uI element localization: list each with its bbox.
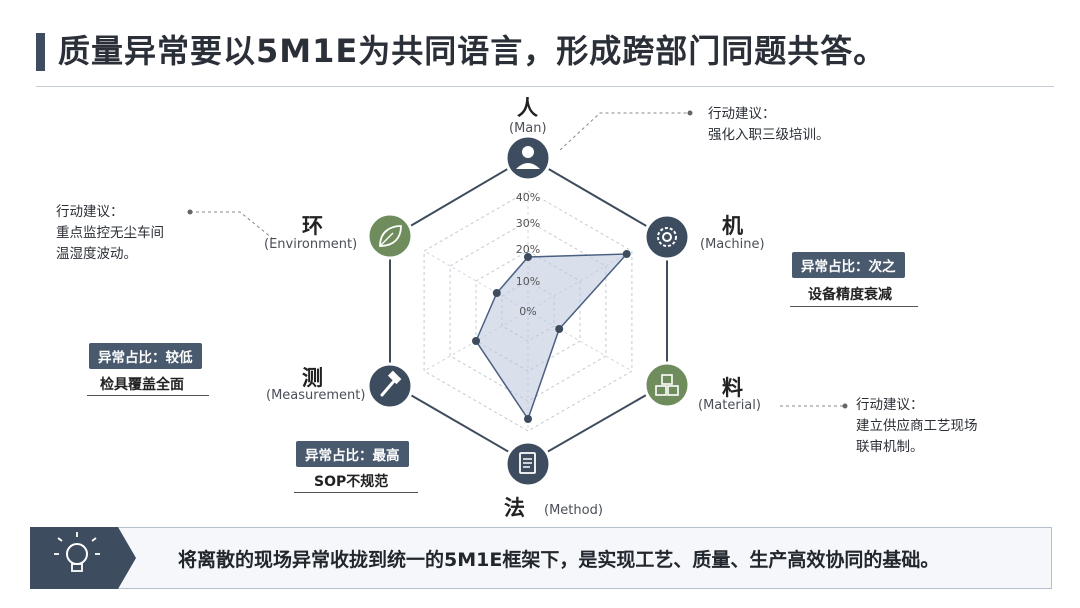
badge-measurement: 异常占比：较低 (89, 343, 202, 369)
dimension-label-man: 人 (517, 96, 538, 120)
title-accent-bar (36, 33, 45, 71)
gear-icon (643, 213, 691, 261)
badge-method: 异常占比：最高 (296, 441, 409, 467)
note-environment-line2: 重点监控无尘车间 (56, 225, 164, 241)
badge-rule-measurement (87, 395, 209, 396)
note-material: 行动建议： 建立供应商工艺现场 联审机制。 (856, 395, 978, 458)
note-man-line1: 行动建议： (708, 106, 776, 122)
dimension-label-method: 法 (504, 496, 525, 520)
document-icon (504, 440, 552, 488)
page-title: 质量异常要以5M1E为共同语言，形成跨部门同题共答。 (58, 32, 887, 70)
data-point-2 (555, 325, 564, 333)
tick-label-10: 10% (516, 275, 540, 288)
tick-label-30: 30% (516, 217, 540, 230)
note-environment-line1: 行动建议： (56, 204, 124, 220)
tick-label-0: 0% (519, 305, 536, 318)
data-point-4 (472, 337, 480, 345)
note-material-line3: 联审机制。 (856, 439, 924, 455)
leader-line-man (559, 112, 690, 151)
dimension-en-material: (Material) (698, 398, 761, 413)
dimension-en-method: (Method) (544, 503, 603, 518)
dimension-label-material: 料 (722, 376, 743, 400)
title-divider (36, 86, 1054, 87)
dimension-label-environment: 环 (302, 214, 323, 238)
leader-dot-environment (187, 209, 193, 215)
data-area (475, 253, 629, 421)
dimension-en-environment: (Environment) (264, 237, 358, 252)
dimension-en-measurement: (Measurement) (266, 388, 366, 403)
note-man-line2: 强化入职三级培训。 (708, 127, 830, 143)
dimension-label-machine: 机 (722, 214, 743, 238)
badge-machine: 异常占比：次之 (792, 252, 905, 278)
data-points (472, 250, 631, 423)
person-icon (504, 134, 552, 182)
note-material-line1: 行动建议： (856, 397, 924, 413)
footer-banner (30, 527, 1052, 589)
note-environment-line3: 温湿度波动。 (56, 246, 137, 262)
dimension-en-man: (Man) (509, 121, 547, 136)
note-man: 行动建议： 强化入职三级培训。 (708, 104, 830, 146)
data-point-5 (492, 289, 501, 297)
leader-dot-man (687, 110, 693, 116)
boxes-icon (643, 361, 691, 409)
dimension-en-machine: (Machine) (700, 237, 765, 252)
note-environment: 行动建议： 重点监控无尘车间 温湿度波动。 (56, 202, 164, 265)
badge-rule-machine (790, 306, 918, 307)
tick-label-40: 40% (516, 191, 540, 204)
tick-label-20: 20% (516, 243, 540, 256)
data-point-0 (524, 253, 532, 261)
badge-rule-method (294, 492, 418, 493)
footer-text: 将离散的现场异常收拢到统一的5M1E框架下，是实现工艺、质量、生产高效协同的基础… (178, 549, 940, 571)
data-point-3 (524, 415, 532, 423)
dimension-label-measurement: 测 (302, 366, 323, 390)
leader-dot-material (842, 403, 848, 409)
badge-desc-method: SOP不规范 (314, 474, 389, 490)
badge-desc-measurement: 检具覆盖全面 (100, 377, 184, 393)
note-material-line2: 建立供应商工艺现场 (856, 418, 978, 434)
badge-desc-machine: 设备精度衰减 (808, 287, 892, 303)
hammer-icon (366, 362, 414, 410)
leaf-icon (366, 212, 414, 260)
lightbulb-icon (30, 527, 136, 589)
leader-line-environment (190, 211, 273, 239)
data-point-1 (622, 250, 631, 258)
